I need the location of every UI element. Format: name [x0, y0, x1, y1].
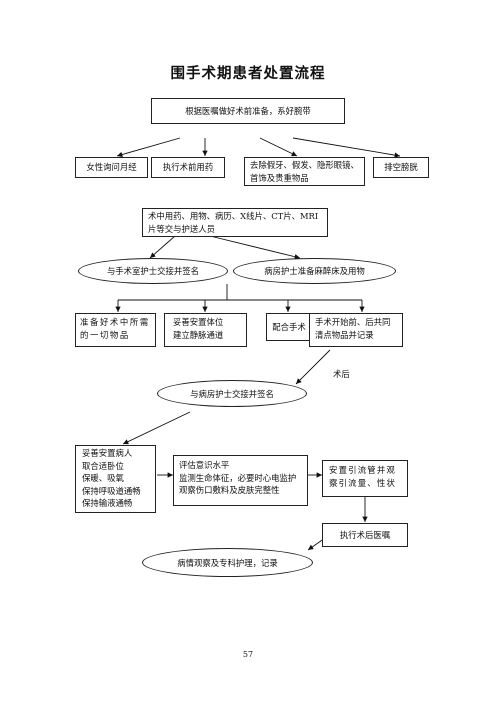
- empty-bladder-box: 排空膀胱: [373, 157, 429, 178]
- remove-belongings-box: 去除假牙、假发、隐形眼镜、 首饰及贵重物品: [244, 157, 365, 186]
- count-items-box: 手术开始前、后共同 清点物品并记录: [309, 313, 403, 347]
- postop-label: 术后: [333, 369, 350, 379]
- premedication-box: 执行术前用药: [151, 157, 225, 178]
- observation-ellipse: 病情观察及专科护理，记录: [142, 548, 313, 577]
- preop-preparation-box: 根据医嘱做好术前准备，系好腕带: [151, 98, 345, 124]
- assessment-box: 评估意识水平 监测生命体征，必要时心电监护 观察伤口敷料及皮肤完整性: [173, 455, 308, 506]
- handover-items-box: 术中用药、用物、病历、X线片、CT片、MRI 片等交与护送人员: [142, 208, 328, 237]
- position-iv-box: 妥善安置体位 建立静脉通道: [164, 313, 247, 347]
- menstruation-inquiry-box: 女性询问月经: [75, 157, 148, 178]
- page-title: 围手术期患者处置流程: [170, 66, 326, 82]
- assist-surgery-box: 配合手术: [266, 313, 312, 341]
- ward-nurse-prepare-ellipse: 病房护士准备麻醉床及用物: [233, 258, 396, 284]
- page-number: 57: [242, 650, 254, 659]
- postop-orders-box: 执行术后医嘱: [322, 523, 408, 547]
- or-nurse-handover-ellipse: 与手术室护士交接并签名: [78, 258, 228, 284]
- drainage-box: 安置引流管并观 察引流量、性状: [322, 460, 408, 497]
- prepare-supplies-box: 准备好术中所需 的一切物品: [75, 313, 156, 347]
- postop-handover-ellipse: 与病房护士交接并签名: [157, 380, 307, 407]
- patient-care-box: 妥善安置病人 取合适卧位 保暖、吸氧 保持呼吸道通畅 保持输液通畅: [75, 445, 156, 513]
